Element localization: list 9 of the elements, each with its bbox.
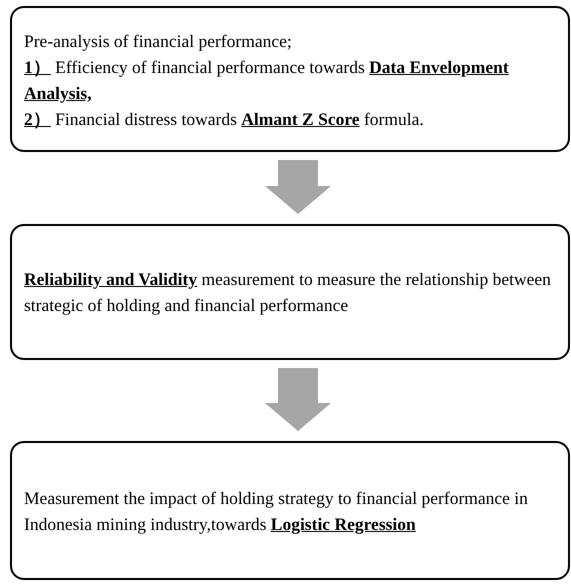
box-text: 2） Financial distress towards Almant Z Score formula. [24,108,425,131]
box-text: Pre-analysis of financial performance; [24,30,293,53]
box-text: Reliability and Validity measurement to measure the relationship between strategic of holding and financial performance [24,268,552,317]
process-box [10,224,570,360]
block-arrow [265,160,331,214]
block-arrow [265,368,331,431]
process-box [10,6,570,152]
box-text: Measurement the impact of holding strategy to financial performance in Indonesia mining industry,towards Logistic Regression [24,486,529,536]
process-box [10,441,570,580]
